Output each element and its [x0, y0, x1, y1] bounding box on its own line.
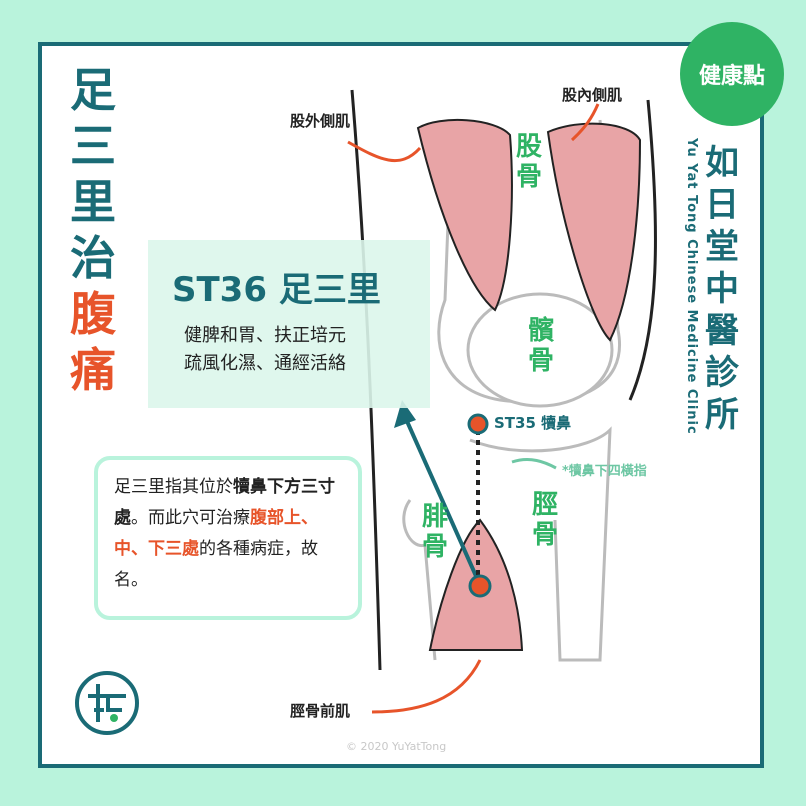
title-main: 足 三 里 治 — [70, 63, 116, 285]
tibialis-muscle-label: 脛骨前肌 — [290, 702, 351, 720]
note-arrow — [511, 458, 557, 470]
tibia-shape — [469, 426, 612, 662]
patella-shape — [466, 292, 614, 408]
medial-muscle-label: 股內側肌 — [562, 86, 623, 104]
medial-arrow — [570, 103, 600, 142]
info-highlight: 腹部上、中、下三處 — [114, 508, 318, 559]
clinic-name-en: Yu Yat Tong Chinese Medicine Clinic — [684, 138, 699, 435]
lateral-muscle-shape — [416, 119, 513, 312]
title-accent: 腹 痛 — [70, 287, 116, 397]
st35-point — [467, 413, 489, 435]
tibia-label: 脛 骨 — [531, 490, 558, 550]
info-text-2: 。而此穴可治療 — [131, 508, 250, 528]
fibula-shape — [402, 499, 437, 661]
info-text-3: 的各種病症，故名。 — [114, 539, 318, 590]
acupoint-desc: 健脾和胃、扶正培元 疏風化濕、通經活絡 — [184, 325, 346, 374]
clinic-logo-icon — [75, 671, 139, 735]
st36-arrowhead — [394, 400, 416, 428]
st36-point — [468, 574, 492, 598]
femur-shape — [437, 119, 621, 404]
page-title: 足 三 里 治腹 痛 — [68, 62, 118, 398]
st36-arrow — [400, 409, 482, 586]
lateral-arrow — [347, 140, 422, 163]
note-label: *犢鼻下四橫指 — [562, 464, 647, 479]
lateral-muscle-label: 股外側肌 — [290, 112, 351, 130]
clinic-name: 如 日 堂 中 醫 診 所 — [705, 143, 739, 435]
health-badge: 健康點 — [680, 22, 784, 126]
acupoint-title: ST36 足三里 — [172, 270, 381, 310]
patella-label: 髕 骨 — [527, 316, 554, 376]
info-text: 足三里指其位於犢鼻下方三寸處。而此穴可治療腹部上、中、下三處的各種病症，故名。 — [114, 472, 350, 596]
fibula-label: 腓 骨 — [421, 502, 448, 562]
femur-label: 股 骨 — [515, 132, 542, 192]
info-box — [94, 456, 362, 620]
badge-label: 健康點 — [698, 64, 765, 89]
st35-label: ST35 犢鼻 — [494, 414, 572, 432]
info-bold-1: 犢鼻下方三寸處 — [114, 477, 335, 528]
leg-outline-right — [628, 99, 657, 401]
acupoint-panel — [148, 240, 430, 408]
copyright: © 2020 YuYatTong — [346, 740, 447, 753]
tibialis-arrow — [371, 659, 482, 714]
info-text-1: 足三里指其位於 — [114, 477, 233, 497]
medial-muscle-shape — [546, 122, 642, 342]
